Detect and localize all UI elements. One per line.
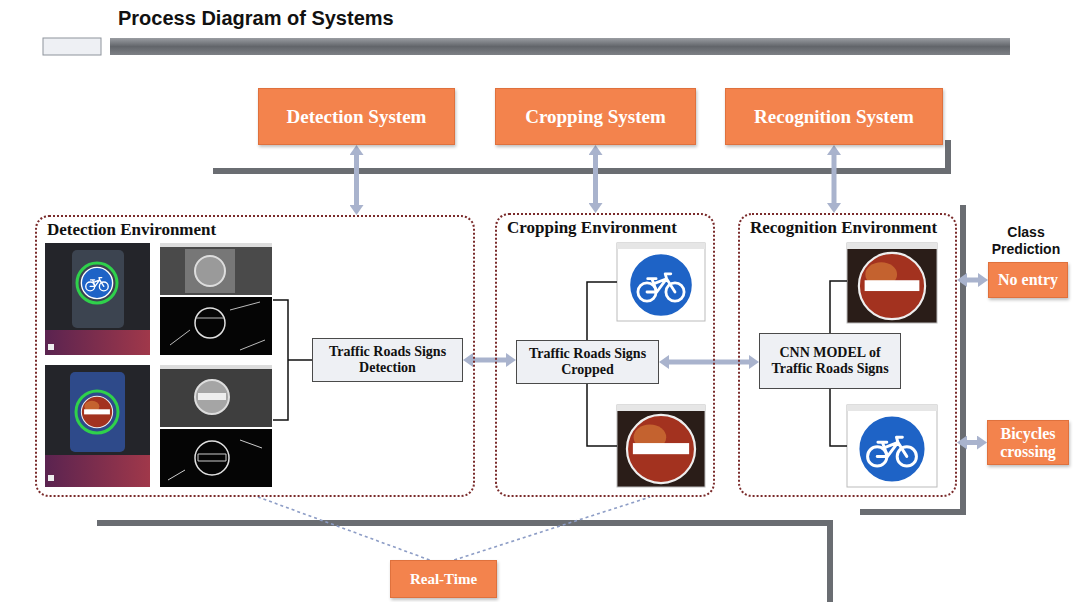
gray-sign bbox=[195, 380, 229, 414]
double-arrow bbox=[593, 155, 598, 203]
bracket bbox=[273, 300, 313, 420]
column-heading: Class Prediction bbox=[984, 224, 1068, 258]
process-box: Traffic Roads Signs Detection bbox=[312, 338, 463, 382]
desktop-strip bbox=[45, 330, 150, 355]
grayscale-frame bbox=[160, 243, 272, 295]
gray-bar bbox=[198, 393, 226, 400]
process-label: Traffic Roads Signs Detection bbox=[319, 344, 456, 376]
phone bbox=[70, 372, 125, 452]
realtime-box: Real-Time bbox=[390, 560, 497, 598]
desktop-icon bbox=[48, 344, 54, 350]
diagram-title: Process Diagram of Systems bbox=[118, 7, 394, 30]
detection-ring bbox=[77, 263, 117, 303]
image-window bbox=[847, 243, 937, 323]
process-label: CNN MODEL of Traffic Roads Signs bbox=[766, 345, 894, 377]
double-arrow bbox=[473, 358, 506, 363]
edge-lines bbox=[170, 302, 265, 350]
class-label: Bicycles crossing bbox=[992, 425, 1064, 460]
no-entry-sign bbox=[81, 396, 112, 427]
bottom-frame-line bbox=[97, 523, 830, 602]
edge-frame bbox=[160, 297, 272, 355]
realtime-label: Real-Time bbox=[410, 571, 477, 588]
bicycle-sign bbox=[629, 253, 693, 317]
class-label: No entry bbox=[998, 271, 1058, 289]
image-window bbox=[617, 243, 705, 321]
detection-ring bbox=[76, 391, 118, 433]
image-window bbox=[847, 405, 937, 487]
title-bar bbox=[110, 38, 1010, 55]
window-bar bbox=[617, 405, 705, 411]
dotted-link bbox=[258, 497, 430, 560]
edge-frame bbox=[160, 429, 272, 487]
label-slot: Class Prediction bbox=[984, 224, 1068, 258]
environment-heading: Cropping Environment bbox=[507, 218, 677, 238]
title-slot: Process Diagram of Systems bbox=[118, 7, 394, 30]
detection-screenshots bbox=[45, 243, 272, 487]
camera-frame bbox=[45, 365, 150, 487]
double-arrow bbox=[967, 440, 977, 445]
gray-sign bbox=[195, 256, 225, 286]
system-label: Detection System bbox=[287, 106, 427, 128]
environment-heading: Detection Environment bbox=[47, 220, 216, 240]
image-window bbox=[617, 405, 705, 487]
no-entry-sign bbox=[627, 415, 695, 483]
system-box: Detection System bbox=[258, 88, 455, 145]
system-label: Cropping System bbox=[525, 106, 666, 128]
phone bbox=[185, 249, 235, 293]
process-label: Traffic Roads Signs Cropped bbox=[523, 346, 652, 378]
no-entry-sign bbox=[859, 253, 925, 319]
window-bar bbox=[847, 243, 937, 249]
window-bar bbox=[160, 365, 272, 369]
process-box: Traffic Roads Signs Cropped bbox=[516, 340, 659, 384]
environment-region: Detection EnvironmentTraffic Roads Signs… bbox=[35, 215, 475, 497]
bicycle-sign bbox=[81, 267, 112, 298]
double-arrow bbox=[832, 155, 837, 203]
double-arrow bbox=[967, 278, 978, 283]
desktop-icon bbox=[48, 475, 54, 481]
camera-frame bbox=[45, 243, 150, 355]
double-arrow bbox=[669, 360, 749, 365]
window-bar bbox=[617, 243, 705, 249]
environment-heading: Recognition Environment bbox=[750, 218, 937, 238]
grayscale-frame bbox=[160, 365, 272, 427]
edge-sign bbox=[195, 441, 229, 475]
window-bar bbox=[847, 405, 937, 411]
dotted-link bbox=[454, 497, 650, 560]
window-bar bbox=[160, 243, 272, 247]
class-box: No entry bbox=[988, 262, 1068, 298]
environment-region: Cropping EnvironmentTraffic Roads Signs … bbox=[495, 213, 715, 497]
environment-region: Recognition EnvironmentCNN MODEL of Traf… bbox=[738, 213, 957, 497]
edge-sign bbox=[195, 308, 225, 338]
phone bbox=[72, 250, 124, 328]
process-box: CNN MODEL of Traffic Roads Signs bbox=[759, 333, 901, 389]
class-box: Bicycles crossing bbox=[987, 420, 1069, 465]
frame-lines bbox=[97, 140, 963, 602]
bicycle-sign bbox=[858, 415, 926, 483]
double-arrow bbox=[354, 155, 359, 205]
system-box: Cropping System bbox=[495, 88, 696, 145]
title-tab bbox=[43, 38, 101, 55]
system-box: Recognition System bbox=[725, 88, 943, 145]
system-label: Recognition System bbox=[754, 106, 914, 128]
desktop-strip bbox=[45, 455, 150, 487]
edge-lines bbox=[168, 440, 262, 480]
